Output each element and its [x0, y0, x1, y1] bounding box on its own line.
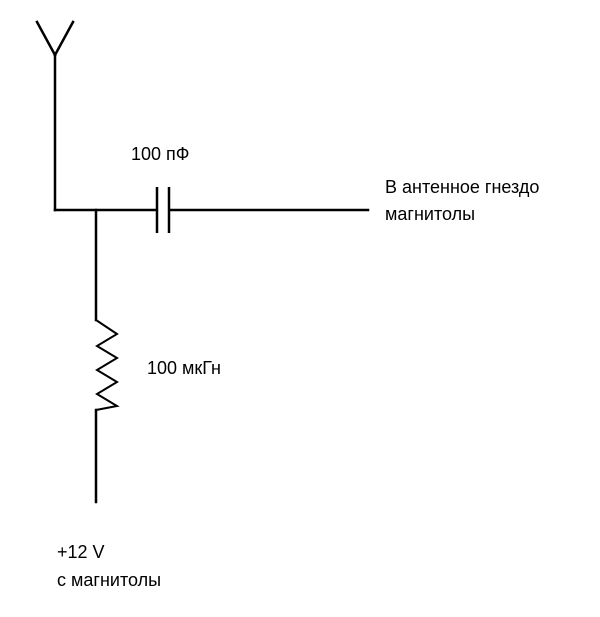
output-label-line2: магнитолы	[385, 204, 475, 224]
inductor-label: 100 мкГн	[147, 358, 221, 378]
power-label-line2: с магнитолы	[57, 570, 161, 590]
output-label-line1: В антенное гнездо	[385, 177, 539, 197]
antenna-symbol	[35, 20, 75, 57]
capacitor-label: 100 пФ	[131, 144, 189, 164]
inductor-symbol	[95, 319, 120, 411]
capacitor-symbol	[155, 187, 171, 233]
power-label-line1: +12 V	[57, 542, 105, 562]
